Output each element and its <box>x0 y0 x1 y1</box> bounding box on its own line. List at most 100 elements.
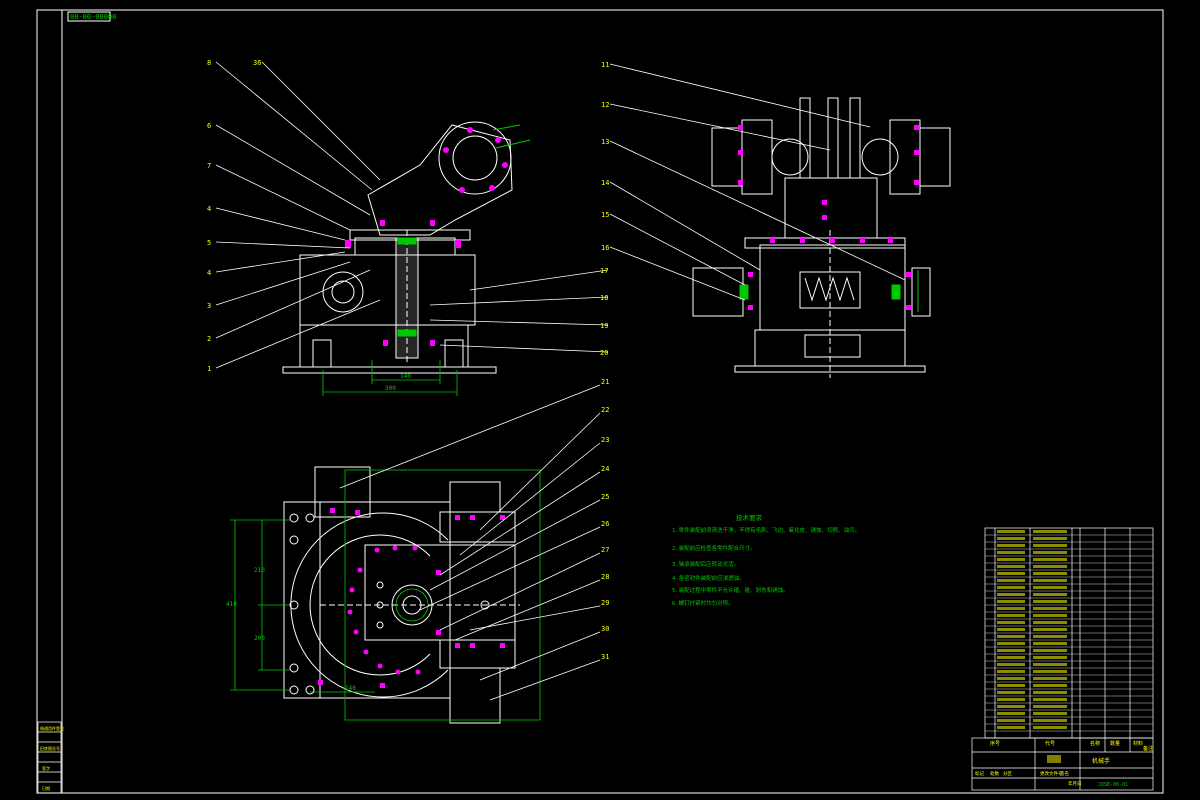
parts-row-code <box>997 621 1025 624</box>
parts-row-code <box>997 677 1025 680</box>
callout-label: 23 <box>601 436 609 444</box>
bottom-label: 年月日 <box>1068 780 1082 787</box>
parts-row-code <box>997 558 1025 561</box>
side-view-green <box>739 270 919 312</box>
header-label: 材料 <box>1133 740 1143 747</box>
dim-label: 210 <box>254 567 265 574</box>
parts-row-name <box>1033 579 1067 582</box>
callout-label: 27 <box>601 546 609 554</box>
front-section-green <box>397 124 531 337</box>
side-view-magenta <box>738 125 919 310</box>
callout-label: 18 <box>600 294 608 302</box>
parts-row-name <box>1033 628 1067 631</box>
parts-row-name <box>1033 607 1067 610</box>
parts-row-code <box>997 530 1025 533</box>
parts-row-code <box>997 565 1025 568</box>
callout-label: 4 <box>207 269 211 277</box>
stamp-label: 借通用件登记 <box>40 725 64 731</box>
title-block <box>971 737 1154 791</box>
parts-row-code <box>997 572 1025 575</box>
parts-row-name <box>1033 621 1067 624</box>
front-right-leaders <box>429 269 609 353</box>
parts-row-name <box>1033 635 1067 638</box>
callout-label: 5 <box>207 239 211 247</box>
callout-label: 24 <box>601 465 609 473</box>
title-stamp <box>1047 755 1061 763</box>
parts-list-entries <box>997 530 1067 729</box>
bottom-label: 签名 <box>1060 770 1069 777</box>
callout-label: 36 <box>253 59 261 67</box>
callout-label: 12 <box>601 101 609 109</box>
parts-row-name <box>1033 544 1067 547</box>
callout-label: 7 <box>207 162 211 170</box>
callout-label: 6 <box>207 122 211 130</box>
parts-row-name <box>1033 600 1067 603</box>
notes-title: 技术要求 <box>736 513 763 522</box>
stamp-label: 旧底图总号 <box>40 745 60 751</box>
parts-row-code <box>997 551 1025 554</box>
callout-label: 4 <box>207 205 211 213</box>
front-left-leaders <box>215 61 381 369</box>
callout-label: 8 <box>207 59 211 67</box>
parts-row-name <box>1033 726 1067 729</box>
parts-row-name <box>1033 719 1067 722</box>
parts-row-name <box>1033 649 1067 652</box>
parts-row-name <box>1033 670 1067 673</box>
callout-label: 13 <box>601 138 609 146</box>
bottom-label: 标记 <box>975 770 984 777</box>
callout-label: 28 <box>601 573 609 581</box>
front-section-magenta <box>345 127 508 346</box>
parts-row-name <box>1033 572 1067 575</box>
parts-row-name <box>1033 586 1067 589</box>
side-callouts: 11 12 13 14 15 16 <box>601 61 609 252</box>
parts-row-name <box>1033 558 1067 561</box>
bottom-label: 分区 <box>1003 770 1012 777</box>
callout-label: 26 <box>601 520 609 528</box>
side-view-springs <box>804 276 855 302</box>
plan-view-magenta <box>318 508 505 688</box>
corner-tag-box <box>67 11 111 22</box>
parts-row-code <box>997 684 1025 687</box>
parts-row-name <box>1033 698 1067 701</box>
parts-row-code <box>997 663 1025 666</box>
parts-row-code <box>997 586 1025 589</box>
title-block-bottom-labels: 标记 处数 分区 更改文件号 签名 年月日 <box>975 770 1082 787</box>
parts-row-name <box>1033 684 1067 687</box>
left-stamp-labels: 借通用件登记 旧底图总号 签字 日期 <box>40 725 64 791</box>
notes-line: 4.各密封件装配前应浸透油。 <box>672 574 745 582</box>
header-label: 代号 <box>1045 740 1055 747</box>
parts-row-code <box>997 600 1025 603</box>
callout-label: 14 <box>601 179 609 187</box>
bottom-label: 处数 <box>990 770 999 777</box>
parts-row-name <box>1033 656 1067 659</box>
plan-view-green <box>230 469 541 721</box>
dim-label: 200 <box>254 635 265 642</box>
parts-row-code <box>997 705 1025 708</box>
parts-list-rows <box>985 534 1153 732</box>
callout-label: 22 <box>601 406 609 414</box>
parts-row-name <box>1033 593 1067 596</box>
callout-label: 17 <box>600 267 608 275</box>
parts-row-code <box>997 656 1025 659</box>
outer-border <box>36 9 1164 794</box>
parts-row-name <box>1033 565 1067 568</box>
doc-number: JXSB-00-01 <box>1098 782 1128 788</box>
header-label: 备注 <box>1143 745 1153 752</box>
parts-row-code <box>997 579 1025 582</box>
stamp-label: 日期 <box>42 785 50 791</box>
parts-row-name <box>1033 642 1067 645</box>
bottom-label: 更改文件号 <box>1040 770 1063 777</box>
parts-row-name <box>1033 705 1067 708</box>
parts-row-code <box>997 635 1025 638</box>
header-label: 名称 <box>1090 740 1100 747</box>
dim-label: 410 <box>226 601 237 608</box>
parts-row-code <box>997 698 1025 701</box>
parts-row-code <box>997 691 1025 694</box>
front-left-callouts: 8 36 6 7 4 5 4 3 2 1 <box>207 59 261 373</box>
front-dim-inner: 140 <box>400 373 411 380</box>
callout-label: 2 <box>207 335 211 343</box>
parts-row-code <box>997 649 1025 652</box>
callout-label: 19 <box>600 322 608 330</box>
front-section-view <box>282 121 513 374</box>
